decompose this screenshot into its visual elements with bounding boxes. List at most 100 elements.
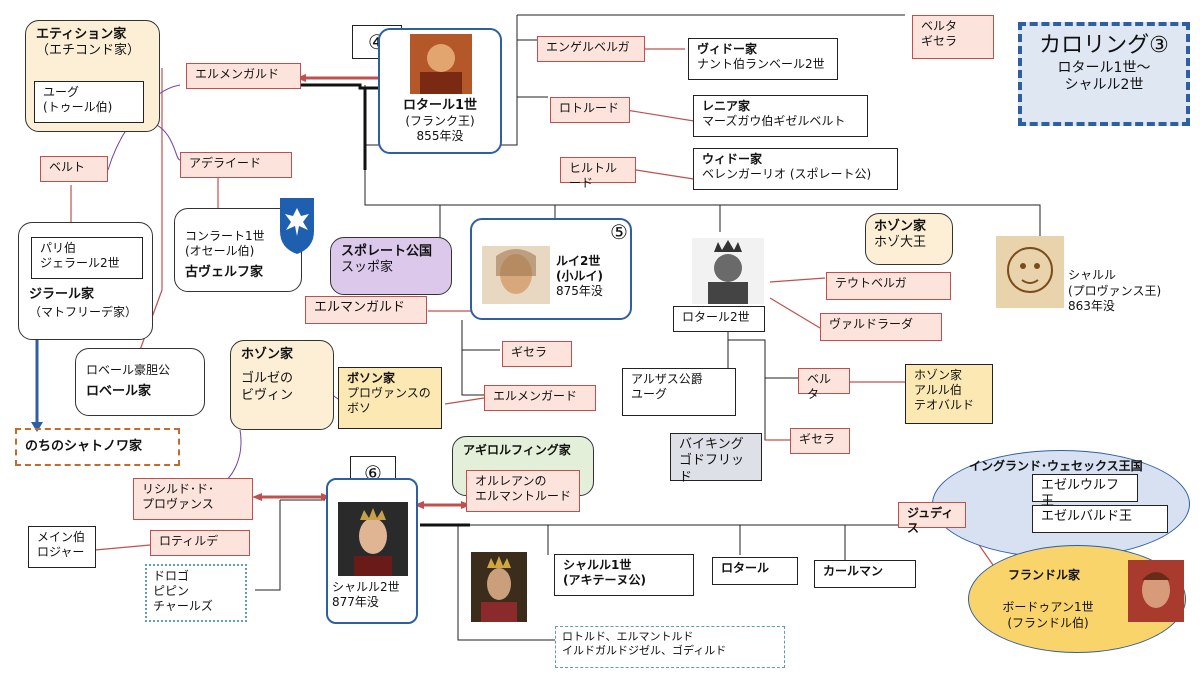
alsace-l2: ユーグ xyxy=(631,387,668,401)
boso-mid-l1: ゴルゼの xyxy=(241,371,294,387)
wessex-king2-box: エゼルバルド王 xyxy=(1032,505,1168,533)
lothar1-portrait xyxy=(410,34,472,94)
alsace-l1: アルザス公爵 xyxy=(631,372,703,386)
bertha-box: ベルト xyxy=(40,156,108,182)
robert-l1: ロベール豪胆公 xyxy=(86,363,171,377)
ermengard2-box: エルマンガルド xyxy=(305,296,427,324)
charles-prov-label: シャルル (プロヴァンス王) 863年没 xyxy=(1068,268,1161,315)
carloman-box: カールマン xyxy=(814,560,916,588)
wessex-title: イングランド･ウェセックス王国 xyxy=(969,459,1143,473)
boso-mid-house: ホゾン家 xyxy=(241,347,294,362)
boso-arles-l2: アルル伯 xyxy=(914,383,962,397)
boso-prov-box: ボソン家 プロヴァンスの ボソ xyxy=(338,367,442,429)
maine-l1: メイン伯 xyxy=(37,530,86,544)
louis2-portrait xyxy=(482,246,550,304)
hugo-l1: ユーグ xyxy=(43,85,80,99)
girard-reading: （マトフリーデ家） xyxy=(29,305,138,319)
charles-prov-l1: シャルル xyxy=(1068,268,1117,282)
viking-box: バイキング ゴドフリッド xyxy=(670,433,762,485)
richilde-l2: プロヴァンス xyxy=(142,497,214,511)
agilolf-l2: エルマントルード xyxy=(475,489,572,503)
welf-shield-icon xyxy=(280,198,314,254)
charles-aq-l2: (アキテーヌ公) xyxy=(563,573,646,587)
louis2-death: 875年没 xyxy=(556,284,603,298)
waldrada-box: ヴァルドラーダ xyxy=(820,313,942,341)
charles-aq-l1: シャルル1世 xyxy=(563,558,632,572)
boso-top-l2: ホゾ大王 xyxy=(874,235,927,251)
lothar2-portrait xyxy=(692,238,764,304)
boso-mid-l2: ビヴィン xyxy=(241,387,294,403)
title-box: カロリング③ ロタール1世～ シャルル2世 xyxy=(1018,22,1190,126)
louis2-name1: ルイ2世 xyxy=(556,254,601,268)
viking-l1: バイキング xyxy=(679,437,744,452)
chatillon-box: のちのシャトノワ家 xyxy=(15,428,180,466)
guido-person: ナント伯ランベール2世 xyxy=(697,57,825,71)
agilolf-house: アギロルフィング家 xyxy=(463,443,571,457)
charles2-death: 877年没 xyxy=(332,595,379,609)
boso-arles-l1: ホゾン家 xyxy=(914,368,963,382)
charles2-box: シャルル2世 877年没 xyxy=(326,478,418,624)
boso-prov-l1: プロヴァンスの xyxy=(347,386,431,400)
lothar1-name: ロタール1世 xyxy=(402,98,478,113)
daughters-box: ロトルド、エルマントルド イルドガルドジゼル、ゴディルド xyxy=(555,626,785,668)
lothar1-box: ロタール1世 (フランク王) 855年没 xyxy=(378,28,502,154)
reginar-box: レニア家 マーズガウ伯ギゼルベルト xyxy=(693,95,868,137)
guido-house: ヴィドー家 xyxy=(697,42,758,56)
bertha2-box: ベルタ xyxy=(798,368,850,401)
bertha-gisela-l1: ベルタ xyxy=(921,19,958,33)
richilde-box: リシルド･ド･ プロヴァンス xyxy=(133,478,253,520)
reginar-house: レニア家 xyxy=(702,99,751,113)
maine-l2: ロジャー xyxy=(37,545,85,559)
flanders-l2: (フランドル伯) xyxy=(1007,616,1089,630)
judith-box: ジュディス xyxy=(898,502,966,535)
girard-name-box: パリ伯 ジェラール2世 xyxy=(31,237,143,279)
lothar1-death: 855年没 xyxy=(416,129,464,144)
hugo-box: ユーグ (トゥール伯) xyxy=(34,81,144,123)
hiltrude-box: ヒルトルード xyxy=(560,157,636,190)
charles2-portrait xyxy=(338,502,408,576)
spoleto-l1: スポレート公国 xyxy=(341,244,433,259)
flanders-l1: ボードゥアン1世 xyxy=(1002,600,1094,614)
hugo-l2: (トゥール伯) xyxy=(43,100,113,114)
girard-house: ジラール家 xyxy=(29,287,95,302)
ermengard-box: エルメンガルド xyxy=(186,63,301,89)
agilolf-person-box: オルレアンの エルマントルード xyxy=(466,470,580,512)
charles2-name: シャルル2世 xyxy=(332,580,400,594)
boso-arles-box: ホゾン家 アルル伯 テオバルド xyxy=(905,364,993,424)
charles-aq-box: シャルル1世 (アキテーヌ公) xyxy=(554,554,694,596)
wessex-king1-box: エゼルウルフ王 xyxy=(1032,474,1138,509)
ermengard3-box: エルメンガード xyxy=(484,385,596,411)
boso-prov-house: ボソン家 xyxy=(347,371,396,385)
louis2-box: ⑤ ルイ2世 (小ルイ) 875年没 xyxy=(470,218,632,320)
reginar-person: マーズガウ伯ギゼルベルト xyxy=(702,114,846,128)
boso-mid-callout: ホゾン家 ゴルゼの ビヴィン xyxy=(230,340,334,430)
charles-aq-portrait xyxy=(471,552,527,622)
widonen-person: ベレンガーリオ (スポレート公) xyxy=(702,167,872,181)
guido-box: ヴィドー家 ナント伯ランベール2世 xyxy=(688,38,838,80)
drogo-box: ドロゴ ピピン チャールズ xyxy=(145,564,247,622)
rotrude-box: ロトルード xyxy=(550,97,630,123)
viking-l2: ゴドフリッド xyxy=(679,453,745,485)
wessex-ellipse: イングランド･ウェセックス王国 xyxy=(932,450,1190,558)
girard-house-box: パリ伯 ジェラール2世 ジラール家 （マトフリーデ家） xyxy=(18,222,153,340)
drogo-l3: チャールズ xyxy=(153,599,213,613)
etichon-house: エティション家 xyxy=(36,27,127,42)
gisela1-box: ギセラ xyxy=(502,341,572,367)
spoleto-box: スポレート公国 スッポ家 xyxy=(330,237,452,295)
flanders-house: フランドル家 xyxy=(1007,568,1080,582)
lothar-son-box: ロタール xyxy=(712,557,798,585)
title-subline-1: ロタール1世～ xyxy=(1057,59,1151,76)
boso-arles-l3: テオバルド xyxy=(914,398,975,412)
charles-prov-portrait xyxy=(996,236,1064,308)
flanders-portrait xyxy=(1128,560,1184,622)
boso-top-l1: ホゾン家 xyxy=(874,219,927,234)
teutberga-box: テウトベルガ xyxy=(826,272,951,300)
bertha-gisela-box: ベルタ ギセラ xyxy=(912,15,994,59)
conrad-l1: コンラート1世 xyxy=(185,229,265,243)
lothar1-title: (フランク王) xyxy=(405,114,475,129)
charles-prov-l3: 863年没 xyxy=(1068,299,1115,314)
conrad-house: 古ヴェルフ家 xyxy=(185,265,264,280)
agilolf-l1: オルレアンの xyxy=(475,474,547,488)
louis2-name2: (小ルイ) xyxy=(556,269,603,283)
charles-prov-l2: (プロヴァンス王) xyxy=(1068,283,1162,298)
